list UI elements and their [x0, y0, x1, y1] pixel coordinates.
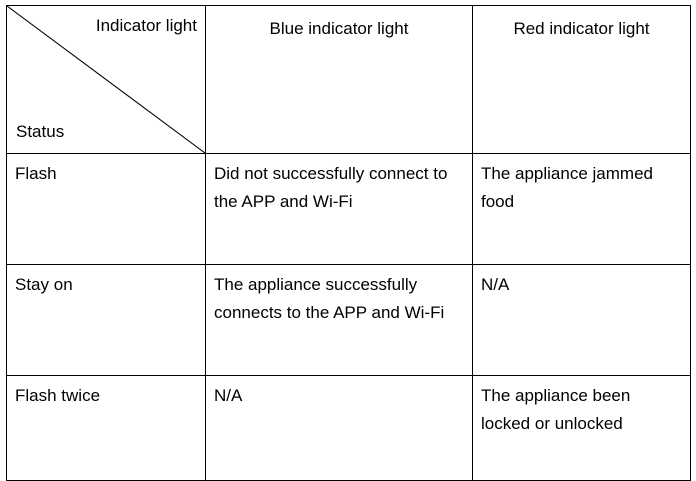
page-canvas: Indicator light Status Blue indicator li… [6, 5, 691, 481]
table-row: Flash twice N/A The appliance been locke… [6, 375, 691, 481]
column-header-red: Red indicator light [472, 5, 691, 154]
row-status-label: Flash [15, 164, 57, 183]
row-red-cell: The appliance been locked or unlocked [472, 375, 691, 481]
corner-header-cell: Indicator light Status [6, 5, 206, 154]
row-status-cell: Stay on [6, 264, 206, 376]
indicator-light-table: Indicator light Status Blue indicator li… [6, 5, 691, 481]
table-header-row: Indicator light Status Blue indicator li… [6, 5, 691, 154]
row-red-text: The appliance jammed food [481, 164, 653, 211]
row-red-cell: The appliance jammed food [472, 153, 691, 265]
column-header-red-label: Red indicator light [513, 19, 650, 38]
row-blue-text: Did not successfully connect to the APP … [214, 164, 448, 211]
corner-row-label: Status [16, 122, 65, 142]
row-blue-text: The appliance successfully connects to t… [214, 275, 445, 322]
row-status-cell: Flash twice [6, 375, 206, 481]
row-blue-cell: N/A [205, 375, 473, 481]
table-row: Stay on The appliance successfully conne… [6, 264, 691, 376]
column-header-blue: Blue indicator light [205, 5, 473, 154]
row-status-cell: Flash [6, 153, 206, 265]
row-red-text: N/A [481, 275, 510, 294]
row-status-label: Stay on [15, 275, 73, 294]
row-blue-cell: The appliance successfully connects to t… [205, 264, 473, 376]
row-blue-text: N/A [214, 386, 243, 405]
table-row: Flash Did not successfully connect to th… [6, 153, 691, 265]
row-red-text: The appliance been locked or unlocked [481, 386, 631, 433]
column-header-blue-label: Blue indicator light [269, 19, 409, 38]
row-red-cell: N/A [472, 264, 691, 376]
corner-column-label: Indicator light [95, 16, 197, 35]
row-status-label: Flash twice [15, 386, 101, 405]
row-blue-cell: Did not successfully connect to the APP … [205, 153, 473, 265]
